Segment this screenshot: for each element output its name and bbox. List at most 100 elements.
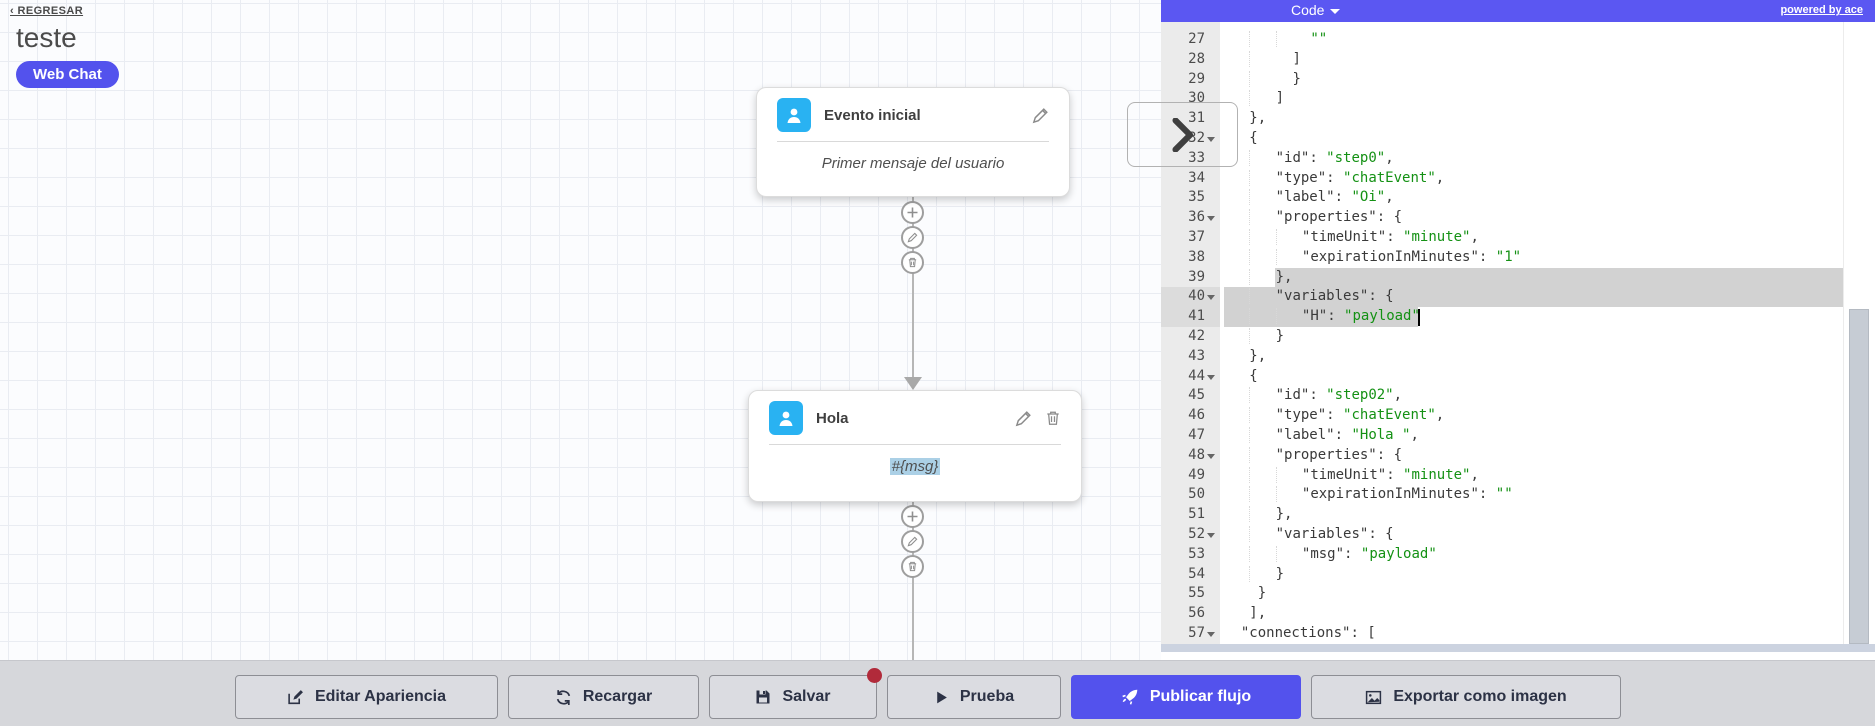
code-line[interactable]: 30 ] — [1161, 89, 1875, 109]
pencil-icon — [907, 536, 918, 547]
code-line[interactable]: 52 "variables": { — [1161, 525, 1875, 545]
back-link[interactable]: ‹ REGRESAR — [10, 5, 84, 17]
line-number: 35 — [1188, 189, 1205, 206]
code-line[interactable]: 45 "id": "step02", — [1161, 386, 1875, 406]
fold-toggle-icon[interactable] — [1207, 216, 1215, 222]
divider — [769, 444, 1061, 445]
flow-node-initial-event[interactable]: Evento inicial Primer mensaje del usuari… — [756, 87, 1070, 197]
code-line[interactable]: 27 "" — [1161, 30, 1875, 50]
code-text: ] — [1224, 89, 1284, 109]
code-text: "label": "Oi", — [1224, 188, 1394, 208]
code-line[interactable]: 33 "id": "step0", — [1161, 149, 1875, 169]
powered-by-ace-link[interactable]: powered by ace — [1780, 4, 1863, 16]
add-step-button[interactable] — [901, 505, 924, 528]
toolbar-button-save[interactable]: Salvar — [709, 668, 882, 719]
fold-toggle-icon[interactable] — [1207, 136, 1215, 142]
code-text: "type": "chatEvent", — [1224, 169, 1444, 189]
fold-toggle-icon[interactable] — [1207, 374, 1215, 380]
toolbar-button-label: Editar Apariencia — [314, 688, 446, 705]
edit-node-icon[interactable] — [1032, 107, 1049, 124]
text-cursor — [1417, 308, 1420, 326]
code-line[interactable]: 31 }, — [1161, 109, 1875, 129]
delete-connection-button[interactable] — [901, 555, 924, 578]
line-number: 31 — [1188, 110, 1205, 127]
play-icon — [934, 690, 949, 705]
line-number: 45 — [1188, 387, 1205, 404]
delete-connection-button[interactable] — [901, 251, 924, 274]
chevron-right-icon — [1172, 118, 1194, 152]
edit-icon — [287, 689, 304, 706]
code-text: { — [1249, 129, 1258, 146]
toolbar-button-refresh[interactable]: Recargar — [508, 675, 699, 719]
code-line[interactable]: 47 "label": "Hola ", — [1161, 426, 1875, 446]
fold-toggle-icon[interactable] — [1207, 295, 1215, 301]
code-line[interactable]: 35 "label": "Oi", — [1161, 188, 1875, 208]
code-text: ] — [1224, 50, 1301, 70]
chevron-down-icon — [1330, 8, 1341, 14]
edit-connection-button[interactable] — [901, 530, 924, 553]
add-step-button[interactable] — [901, 201, 924, 224]
code-line[interactable]: 50 "expirationInMinutes": "" — [1161, 485, 1875, 505]
code-text: ], — [1249, 605, 1267, 622]
plus-icon — [907, 207, 918, 218]
fold-toggle-icon[interactable] — [1207, 631, 1215, 637]
toolbar-button-label: Publicar flujo — [1149, 688, 1252, 705]
collapse-panel-button[interactable] — [1127, 102, 1238, 167]
node-title: Hola — [816, 409, 849, 427]
toolbar-button-rocket[interactable]: Publicar flujo — [1071, 675, 1301, 719]
horizontal-scrollbar[interactable] — [1161, 644, 1875, 652]
code-line[interactable]: 40 "variables": { — [1161, 287, 1875, 308]
code-text: "connections": [ — [1240, 624, 1376, 641]
code-line[interactable]: 28 ] — [1161, 50, 1875, 70]
line-number: 55 — [1188, 585, 1205, 602]
code-line[interactable]: 55 } — [1161, 584, 1875, 604]
toolbar-button-label: Prueba — [959, 688, 1015, 705]
delete-node-icon[interactable] — [1045, 410, 1061, 426]
code-line[interactable]: 41 "H": "payload" — [1161, 307, 1875, 327]
code-text: "timeUnit": "minute", — [1224, 228, 1479, 248]
code-line[interactable]: 53 "msg": "payload" — [1161, 545, 1875, 565]
code-line[interactable]: 34 "type": "chatEvent", — [1161, 169, 1875, 189]
code-line[interactable]: 51 }, — [1161, 505, 1875, 525]
code-line[interactable]: 36 "properties": { — [1161, 208, 1875, 228]
scrollbar-thumb[interactable] — [1849, 309, 1869, 644]
code-text: "" — [1224, 30, 1327, 50]
code-text: "variables": { — [1224, 525, 1394, 545]
code-line[interactable]: 44 { — [1161, 367, 1875, 387]
code-line[interactable]: 32 { — [1161, 129, 1875, 149]
code-line[interactable]: 38 "expirationInMinutes": "1" — [1161, 248, 1875, 268]
code-mode-dropdown[interactable]: Code — [1291, 2, 1341, 18]
code-line[interactable]: 29 } — [1161, 70, 1875, 90]
code-line[interactable]: 46 "type": "chatEvent", — [1161, 406, 1875, 426]
fold-toggle-icon[interactable] — [1207, 453, 1215, 459]
code-line[interactable]: 54 } — [1161, 565, 1875, 585]
edit-node-icon[interactable] — [1015, 410, 1032, 427]
pencil-icon — [907, 232, 918, 243]
code-line[interactable]: 37 "timeUnit": "minute", — [1161, 228, 1875, 248]
plus-icon — [907, 511, 918, 522]
line-number: 28 — [1188, 50, 1205, 67]
code-line[interactable]: 56 ], — [1161, 604, 1875, 624]
code-editor[interactable]: 27 ""28 ]29 }30 ]31 },32 {33 "id": "step… — [1161, 22, 1875, 652]
user-icon — [777, 98, 811, 132]
code-line[interactable]: 49 "timeUnit": "minute", — [1161, 466, 1875, 486]
code-line[interactable]: 39 }, — [1161, 267, 1875, 288]
code-text: }, — [1249, 110, 1267, 127]
code-line[interactable]: 57 "connections": [ — [1161, 624, 1875, 644]
flow-node-hola[interactable]: Hola #{msg} — [748, 390, 1082, 502]
image-icon — [1365, 689, 1382, 706]
toolbar-button-image[interactable]: Exportar como imagen — [1311, 675, 1621, 719]
toolbar-button-play[interactable]: Prueba — [887, 675, 1061, 719]
code-line[interactable]: 42 } — [1161, 327, 1875, 347]
code-text: "type": "chatEvent", — [1224, 406, 1444, 426]
fold-toggle-icon[interactable] — [1207, 532, 1215, 538]
toolbar-button-edit[interactable]: Editar Apariencia — [235, 675, 498, 719]
line-number: 27 — [1188, 31, 1205, 47]
edit-connection-button[interactable] — [901, 226, 924, 249]
divider — [777, 141, 1049, 142]
flow-canvas[interactable]: ‹ REGRESAR teste Web Chat — [0, 0, 1161, 660]
code-line[interactable]: 48 "properties": { — [1161, 446, 1875, 466]
line-number: 36 — [1188, 209, 1205, 226]
code-line[interactable]: 43 }, — [1161, 347, 1875, 367]
